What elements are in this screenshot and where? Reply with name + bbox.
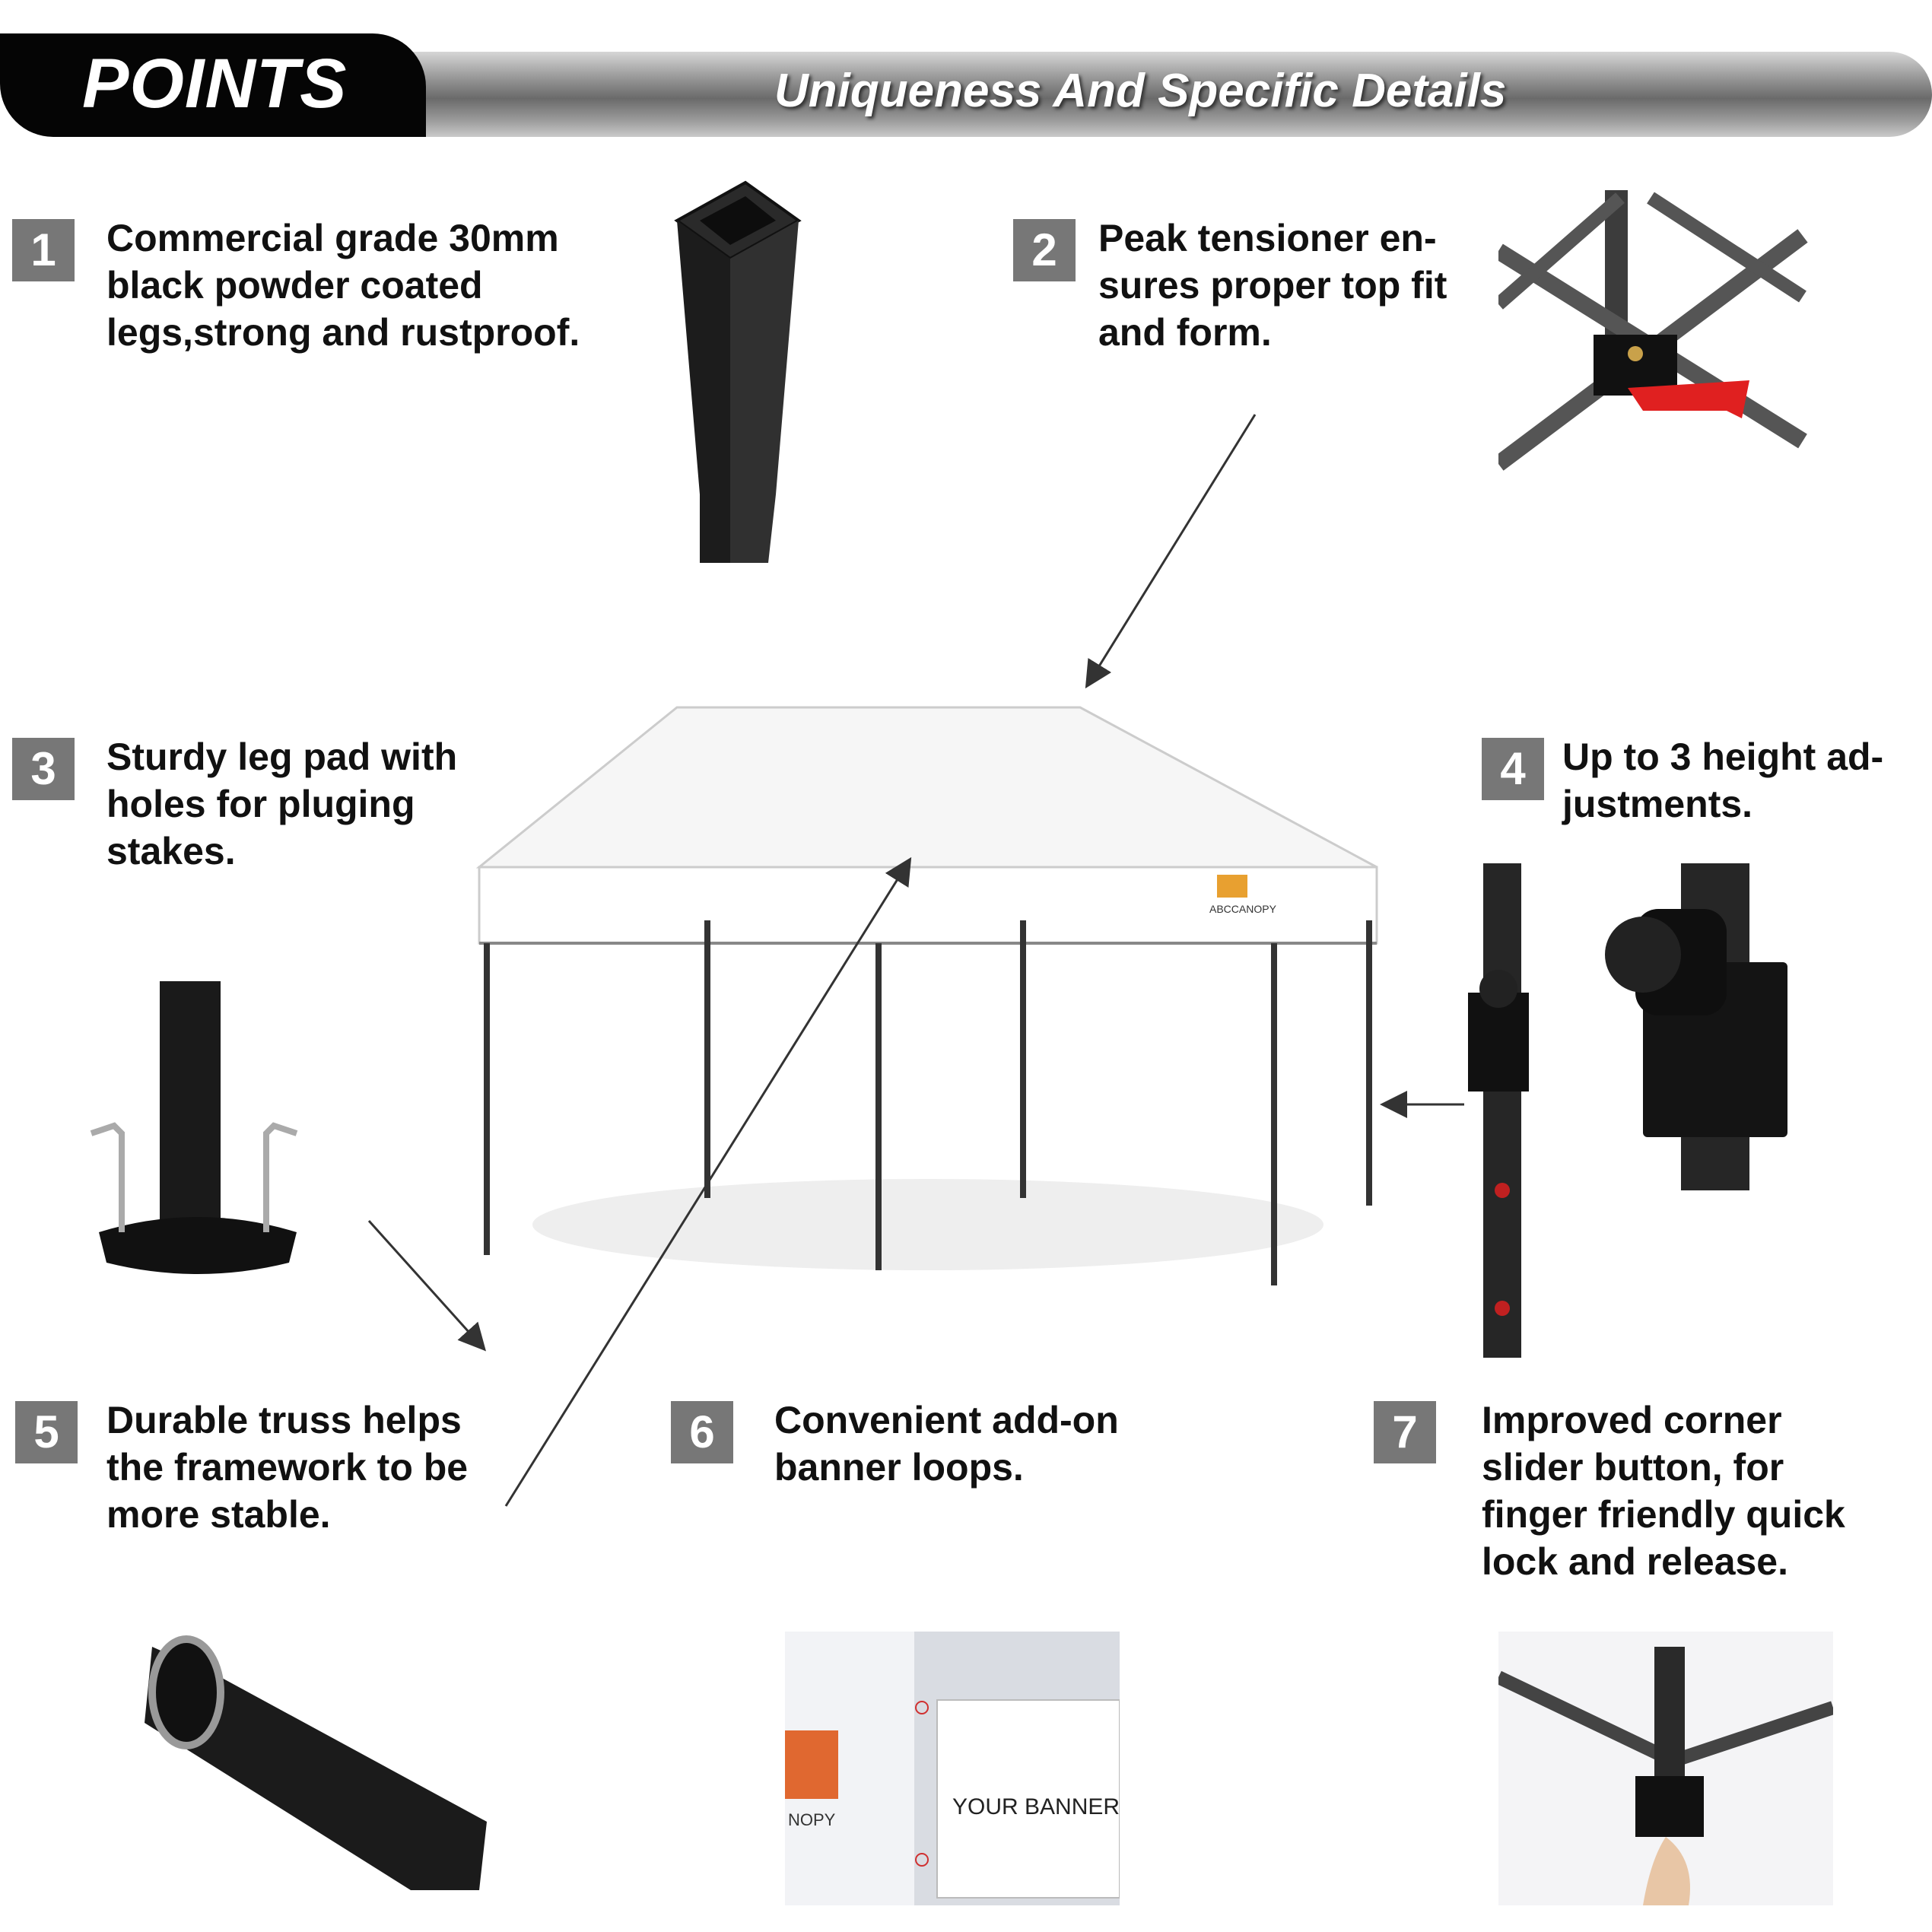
feature-2-line: Peak tensioner en-	[1098, 217, 1437, 259]
truss-image	[145, 1635, 487, 1890]
feature-7-line: Improved corner	[1482, 1399, 1782, 1441]
feature-5-line: the framework to be	[106, 1446, 469, 1489]
feature-5-line: more stable.	[106, 1493, 331, 1536]
feature-3-line: Sturdy leg pad with	[106, 736, 458, 778]
height-adjust-leg-image	[1468, 863, 1529, 1358]
feature-2-line: sures proper top fit	[1098, 264, 1447, 307]
feature-2-line: and form.	[1098, 311, 1272, 354]
feature-1-text: Commercial grade 30mm black powder coate…	[106, 214, 580, 356]
feature-7-badge: 7	[1374, 1401, 1436, 1463]
canopy-image: ABCCANOPY	[475, 706, 1378, 1285]
points-tab	[0, 33, 426, 137]
height-adjust-clip-image	[1605, 863, 1787, 1190]
feature-5-text: Durable truss helps the framework to be …	[106, 1397, 468, 1538]
feature-4-badge: 4	[1482, 738, 1544, 800]
feature-1-line: Commercial grade 30mm	[106, 217, 559, 259]
feature-6-text: Convenient add-on banner loops.	[774, 1397, 1119, 1491]
banner-logo-fragment: NOPY	[788, 1810, 836, 1829]
banner-loops-image: YOUR BANNER NOPY	[785, 1632, 1120, 1905]
feature-5-line: Durable truss helps	[106, 1399, 462, 1441]
feature-1-line: black powder coated	[106, 264, 483, 307]
leg-image	[674, 180, 802, 563]
leg-pad-image	[90, 981, 298, 1274]
canopy-brand-label: ABCCANOPY	[1209, 903, 1277, 915]
feature-6-line: Convenient add-on	[774, 1399, 1119, 1441]
peak-tensioner-image	[1498, 190, 1808, 471]
corner-slider-image	[1498, 1632, 1833, 1905]
feature-3-line: stakes.	[106, 830, 236, 872]
feature-4-line: Up to 3 height ad-	[1562, 736, 1884, 778]
feature-1-line: legs,strong and rustproof.	[106, 311, 580, 354]
feature-2-badge: 2	[1013, 219, 1076, 281]
feature-2-text: Peak tensioner en- sures proper top fit …	[1098, 214, 1447, 356]
feature-7-text: Improved corner slider button, for finge…	[1482, 1397, 1845, 1585]
feature-7-line: finger friendly quick	[1482, 1493, 1845, 1536]
feature-3-badge: 3	[12, 738, 75, 800]
header-title: Uniqueness And Specific Details	[774, 65, 1507, 117]
feature-4-line: justments.	[1562, 783, 1753, 825]
feature-5-badge: 5	[15, 1401, 78, 1463]
feature-7-line: slider button, for	[1482, 1446, 1784, 1489]
feature-6-line: banner loops.	[774, 1446, 1024, 1489]
feature-3-text: Sturdy leg pad with holes for pluging st…	[106, 733, 457, 875]
feature-6-badge: 6	[671, 1401, 733, 1463]
banner-sample-text: YOUR BANNER	[952, 1794, 1120, 1819]
feature-1-badge: 1	[12, 219, 75, 281]
feature-3-line: holes for pluging	[106, 783, 415, 825]
feature-4-text: Up to 3 height ad- justments.	[1562, 733, 1883, 828]
feature-7-line: lock and release.	[1482, 1540, 1789, 1583]
header-bar	[380, 52, 1932, 137]
points-label: POINTS	[82, 45, 348, 122]
